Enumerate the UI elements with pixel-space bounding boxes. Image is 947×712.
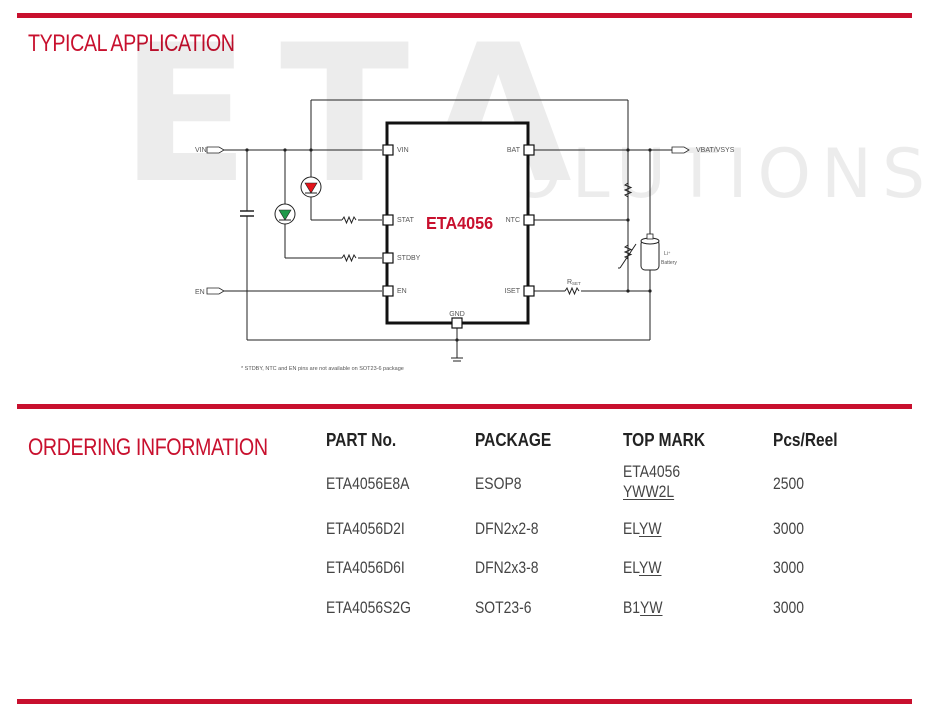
header-package: PACKAGE	[475, 430, 552, 450]
part-number-cell: ETA4056E8A	[326, 474, 410, 493]
pcs-reel-cell: 2500	[773, 474, 805, 493]
typical-application-title: TYPICAL APPLICATION	[28, 30, 235, 57]
pin-iset-label: ISET	[504, 288, 520, 295]
top-divider	[17, 13, 912, 18]
io-arrows	[206, 146, 690, 295]
junction-dots	[245, 148, 652, 342]
battery-label-line1: Li⁺	[664, 251, 671, 257]
battery-label-line2: Battery	[661, 260, 677, 266]
top-mark-date-code: YW	[639, 519, 662, 538]
pin-gnd-label: GND	[449, 311, 465, 318]
top-mark-prefix: B1	[623, 598, 641, 617]
rset-resistor-icon	[564, 286, 580, 296]
stat-resistor-icon	[341, 215, 357, 225]
typical-application-schematic: ETA SOLUTIONS	[120, 4, 925, 372]
package-cell: DFN2x3-8	[475, 558, 539, 577]
pin-bat-label: BAT	[507, 147, 521, 154]
pin-stat-label: STAT	[397, 217, 415, 224]
chip-body	[385, 121, 530, 325]
header-top-mark: TOP MARK	[623, 430, 705, 450]
top-mark-cell: ELYW	[623, 519, 661, 539]
package-cell: SOT23-6	[475, 598, 532, 617]
chip-pins	[382, 144, 535, 329]
pin-ntc-label: NTC	[506, 217, 520, 224]
red-led-icon	[300, 176, 322, 198]
part-number-cell: ETA4056D2I	[326, 519, 405, 538]
middle-divider	[17, 404, 912, 409]
top-mark-prefix: EL	[623, 519, 640, 538]
top-mark-date-code: YW	[640, 598, 663, 617]
header-part-no: PART No.	[326, 430, 397, 450]
pcs-reel-cell: 3000	[773, 558, 805, 577]
rset-sub-label: SET	[572, 281, 581, 286]
top-mark-date-code: YW	[639, 558, 662, 577]
battery-icon	[640, 233, 660, 271]
resistors	[341, 182, 637, 296]
pcs-reel-cell: 3000	[773, 519, 805, 538]
vin-input-label: VIN	[195, 147, 207, 154]
pin-en-label: EN	[397, 288, 407, 295]
package-cell: DFN2x2-8	[475, 519, 539, 538]
pin-stdby-label: STDBY	[397, 255, 421, 262]
schematic-footnote: * STDBY, NTC and EN pins are not availab…	[241, 366, 404, 372]
en-input-label: EN	[195, 289, 205, 296]
part-number-cell: ETA4056D6I	[326, 558, 405, 577]
top-mark-line1: ETA4056	[623, 462, 681, 481]
bat-pullup-resistor-icon	[623, 182, 633, 198]
top-mark-cell: B1YW	[623, 598, 663, 618]
pin-vin-label: VIN	[397, 147, 409, 154]
ordering-information-title: ORDERING INFORMATION	[28, 434, 268, 461]
part-number-cell: ETA4056S2G	[326, 598, 411, 617]
stdby-resistor-icon	[341, 253, 357, 263]
top-mark-cell: ELYW	[623, 558, 661, 578]
output-label: VBAT/VSYS	[696, 147, 735, 154]
wiring	[224, 99, 686, 362]
package-cell: ESOP8	[475, 474, 522, 493]
pcs-reel-cell: 3000	[773, 598, 805, 617]
thermistor-icon	[623, 244, 633, 260]
green-led-icon	[274, 203, 296, 225]
header-pcs-reel: Pcs/Reel	[773, 430, 838, 450]
bottom-divider	[17, 699, 912, 704]
chip-name: ETA4056	[426, 213, 493, 233]
top-mark-prefix: EL	[623, 558, 640, 577]
rset-label: R	[567, 279, 572, 286]
top-mark-line2: YWW2L	[623, 482, 675, 501]
